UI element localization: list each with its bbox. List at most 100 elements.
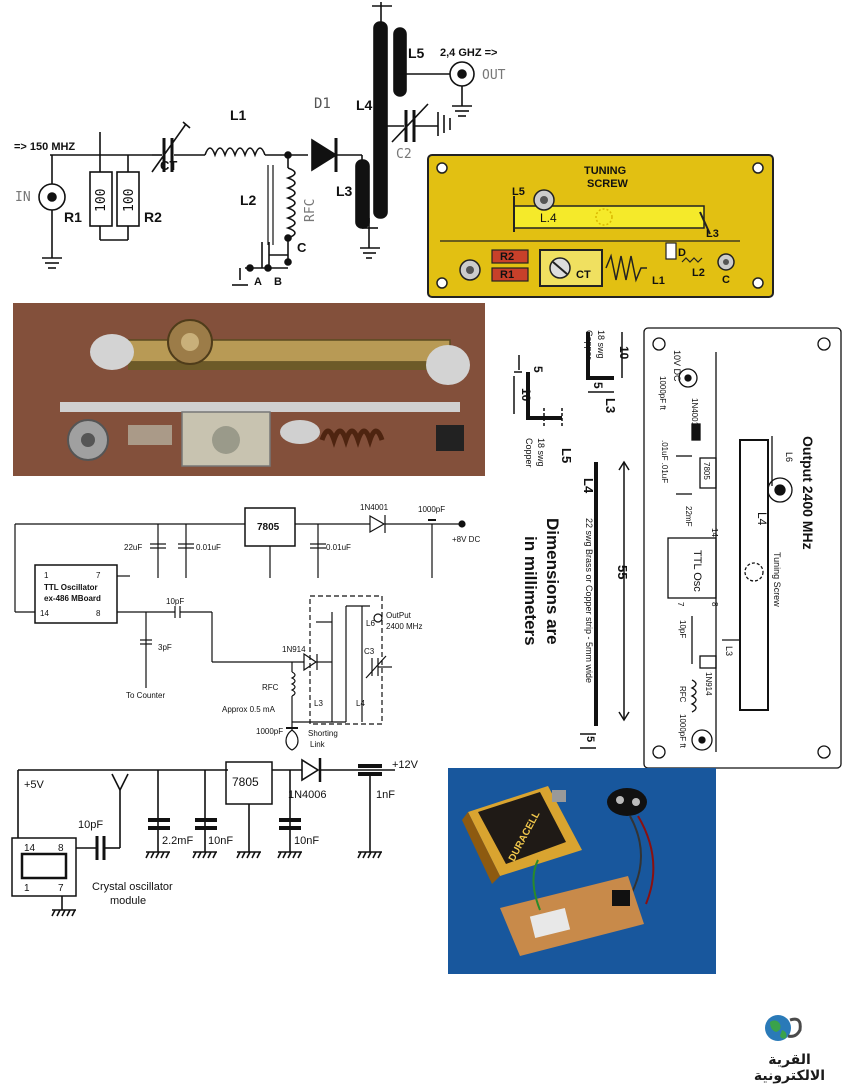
ttl-cap01a: 0.01uF: [196, 543, 221, 552]
tuning-screw-label-2: SCREW: [587, 178, 629, 190]
ttl-cap01b: 0.01uF: [326, 543, 351, 552]
in-label: IN: [15, 190, 31, 205]
bent-strip-labels: 5 10 L5 18 swg Copper 10 5 L3 18 swg Cop…: [519, 330, 631, 468]
l1-label: L1: [230, 107, 247, 123]
layout-board-labels: Output 2400 MHz L6 L4 Tuning Screw 10V D…: [658, 350, 816, 749]
xo-cap-nf: 1nF: [376, 789, 395, 801]
ttl-l4: L4: [356, 699, 365, 708]
ttl-cap-in: 1000pF: [418, 505, 445, 514]
lb-cap-out: 1000pF ft: [678, 714, 687, 749]
ttl-output-2: 2400 MHz: [386, 622, 422, 631]
lb-cap10: 10pF: [678, 620, 687, 638]
lb-pin14: 14: [710, 528, 719, 537]
ttl-cap22: 22uF: [124, 543, 142, 552]
l4-dimension-labels: L4 22 swg Brass or Copper strip - 5mm wi…: [581, 478, 630, 742]
xo-pin1: 1: [24, 883, 30, 894]
ttl-link-2: Link: [310, 740, 326, 749]
d1-label: D1: [314, 96, 331, 112]
crystal-schematic-labels: +5V +12V 7805 1N4006 1nF 10pF 2.2mF 10nF…: [24, 759, 419, 907]
l4-dimension-drawing: [580, 460, 630, 749]
ttl-pin14: 14: [40, 609, 49, 618]
dimensions-note: Dimensions are in millimeters: [521, 518, 562, 646]
ttl-regulator: 7805: [257, 522, 280, 533]
l3-wire-2: Copper: [584, 330, 594, 360]
l3-label: L3: [336, 183, 353, 199]
ttl-cap10: 10pF: [166, 597, 184, 606]
layout-board: [643, 327, 842, 769]
l5-wire-1: 18 swg: [536, 438, 546, 467]
ttl-pin7: 7: [96, 571, 101, 580]
lb-l6: L6: [784, 452, 794, 462]
lb-cap22: 22mF: [684, 506, 693, 527]
l5-dim-10: 10: [519, 388, 533, 402]
ttl-cap3: 3pF: [158, 643, 172, 652]
c2-label: C2: [396, 147, 412, 162]
gb-l5-label: L5: [512, 186, 525, 198]
ttl-c3: C3: [364, 647, 375, 656]
xo-cap10n-b: 10nF: [294, 835, 319, 847]
gb-l4-label: L.4: [540, 211, 557, 225]
lb-diode2: 1N914: [704, 672, 713, 696]
ttl-cap-ft: 1000pF: [256, 727, 283, 736]
logo: القرية الالكترونية: [732, 1008, 847, 1084]
lb-caps: .01uF .01uF: [660, 440, 669, 483]
b-label: B: [274, 276, 282, 288]
top-schematic: [38, 2, 475, 286]
logo-caption: القرية الالكترونية: [753, 1052, 826, 1084]
l3-dim-5: 5: [591, 382, 605, 389]
gb-r2-label: R2: [500, 251, 514, 263]
l5-wire-2: Copper: [524, 438, 534, 468]
r1-label: R1: [64, 209, 82, 225]
out-label: OUT: [482, 68, 506, 83]
l4-dim-label: L4: [581, 478, 596, 494]
gb-c-label: C: [722, 274, 730, 286]
gb-l3-label: L3: [706, 228, 719, 240]
r2-value: 100: [122, 189, 137, 212]
globe-icon: [765, 1015, 802, 1041]
lb-output: Output 2400 MHz: [800, 436, 816, 550]
lb-regulator: 7805: [702, 462, 711, 480]
ttl-schematic: [14, 507, 466, 751]
ttl-diode: 1N4001: [360, 503, 389, 512]
ttl-l6: L6: [366, 619, 375, 628]
l5-label: L5: [559, 448, 574, 463]
copper-board-photo: [13, 303, 485, 476]
l5-label: L5: [408, 45, 425, 61]
lb-cap-in: 1000pF ft: [658, 376, 667, 411]
xo-12v: +12V: [392, 759, 419, 771]
ttl-pin1: 1: [44, 571, 49, 580]
xo-pin8: 8: [58, 843, 64, 854]
gb-l2-label: L2: [692, 267, 705, 279]
ttl-l3: L3: [314, 699, 323, 708]
xo-module-2: module: [110, 895, 146, 907]
xo-5v: +5V: [24, 779, 45, 791]
a-label: A: [254, 276, 262, 288]
l3-label: L3: [603, 398, 618, 413]
crystal-schematic: [11, 758, 395, 917]
xo-pin7: 7: [58, 883, 64, 894]
lb-l3: L3: [724, 646, 734, 656]
l5-dim-5: 5: [531, 366, 545, 373]
rfc-label: RFC: [303, 199, 318, 222]
gb-r1-label: R1: [500, 269, 514, 281]
lb-diode1: 1N4001: [690, 398, 699, 427]
gold-board: [427, 154, 774, 298]
ttl-diode2: 1N914: [282, 645, 306, 654]
freq-out-label: 2,4 GHZ =>: [440, 47, 497, 59]
dims-note-line1: Dimensions are: [543, 518, 562, 645]
ct-label: CT: [160, 158, 177, 173]
gb-ct-label: CT: [576, 269, 591, 281]
lb-pin7: 7: [676, 602, 685, 607]
lb-pin8: 8: [710, 602, 719, 607]
ttl-osc-2: ex-486 MBoard: [44, 594, 101, 603]
r2-label: R2: [144, 209, 162, 225]
ttl-link-1: Shorting: [308, 729, 338, 738]
lb-supply: 10V DC: [672, 350, 682, 382]
xo-cap2m: 2.2mF: [162, 835, 193, 847]
c-label: C: [297, 240, 307, 255]
tuning-screw-label-1: TUNING: [584, 165, 626, 177]
r1-value: 100: [94, 189, 109, 212]
battery-photo: [448, 768, 716, 974]
ttl-schematic-labels: 7805 1N4001 1000pF +8V DC 22uF 0.01uF 0.…: [40, 503, 480, 749]
